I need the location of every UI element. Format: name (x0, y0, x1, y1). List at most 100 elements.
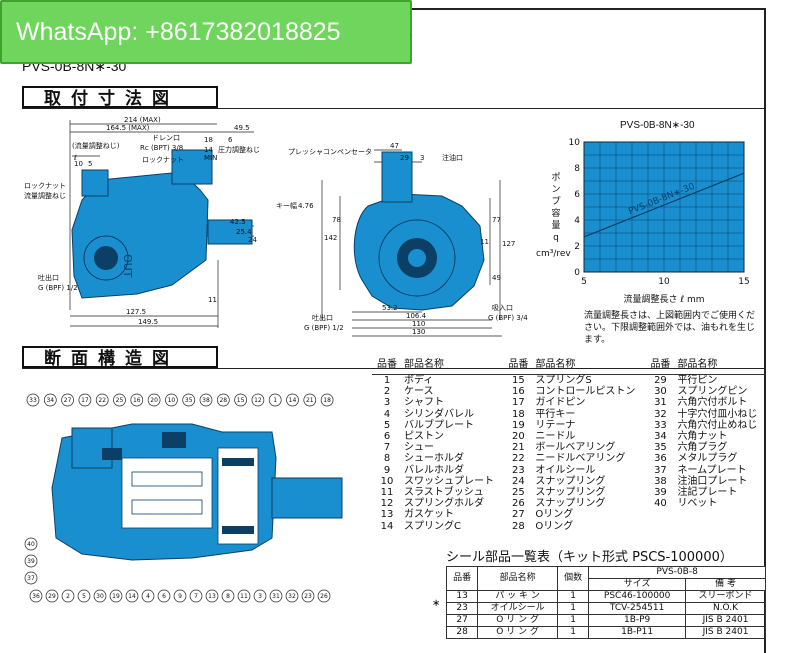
balloon-bottom: 6 (162, 593, 166, 600)
part-number: 24 (511, 475, 525, 487)
balloon-circle (113, 393, 126, 407)
part-name: スナップリング (535, 498, 606, 510)
part-name: Oリング (535, 509, 574, 521)
part-number: 18 (511, 408, 525, 420)
part-name: 六角穴付止めねじ (677, 419, 758, 431)
part-name: バレルホルダ (404, 464, 464, 476)
x-tick-label: 15 (738, 277, 749, 287)
balloon-top: 38 (202, 397, 210, 404)
balloon-top: 21 (306, 397, 314, 404)
balloon-left: 39 (27, 558, 35, 565)
y-axis-label-char: q (553, 233, 559, 243)
part-number: 17 (511, 397, 525, 409)
part-number: 20 (511, 431, 525, 443)
part-number: 12 (380, 498, 394, 510)
balloon-top: 34 (46, 397, 54, 404)
part-name (675, 521, 766, 532)
balloon-circle (165, 393, 178, 407)
balloon-circle (205, 589, 219, 603)
balloon-circle (141, 589, 155, 603)
part-number: 25 (511, 487, 525, 499)
balloon-bottom: 19 (112, 593, 120, 600)
seal-col-group: PVS-0B-8 (588, 566, 766, 579)
y-tick-label: 2 (574, 242, 580, 252)
y-tick-label: 4 (574, 216, 580, 226)
balloon-circle (78, 393, 92, 407)
balloon-bottom: 14 (128, 593, 136, 600)
part-number: 39 (654, 487, 667, 499)
seal-star-mark: ∗ (432, 598, 441, 609)
seal-cell: TCV-254511 (588, 602, 687, 615)
seal-cell: 23 (445, 602, 479, 615)
part-name: オイルシール (535, 464, 596, 476)
dim-49: 49 (492, 274, 501, 282)
seal-cell: 1 (557, 590, 590, 603)
balloon-bottom: 29 (48, 593, 56, 600)
label-outlet-2: 吐出口 (312, 313, 333, 322)
balloon-circle (285, 589, 299, 603)
part-number: 8 (383, 453, 391, 465)
balloon-circle (286, 393, 299, 407)
balloon-bottom: 23 (304, 593, 312, 600)
balloon-bottom: 26 (320, 593, 328, 600)
dim-110: 110 (412, 320, 425, 328)
balloon-circle (61, 393, 74, 407)
balloon-top: 20 (150, 397, 158, 404)
part-number: 14 (380, 520, 394, 532)
part-number: 29 (654, 375, 667, 386)
balloon-circle (317, 589, 331, 603)
col-no-2: 品番 (503, 356, 534, 375)
balloon-circle (147, 393, 161, 407)
label-key-width: キー幅 (276, 201, 297, 210)
seal-col-no: 品番 (445, 566, 479, 591)
part-name: 六角穴付ボルト (677, 397, 748, 409)
balloon-circle (77, 589, 91, 603)
mounting-drawing: 214 (MAX) 164.5 (MAX) 49.5 (流量調整ねじ) ℓ 10… (24, 116, 528, 337)
part-number: 37 (654, 464, 667, 476)
part-number: 32 (654, 408, 667, 420)
dim-49-5: 49.5 (234, 124, 250, 132)
part-name: ニードルベアリング (535, 453, 626, 465)
part-name: シャフト (404, 397, 444, 409)
y-axis-unit: cm³/rev (536, 249, 571, 259)
dim-77: 77 (492, 216, 501, 224)
dim-6: 6 (228, 136, 233, 144)
balloon-circle (125, 589, 139, 603)
dim-18: 18 (204, 136, 213, 144)
section-title-cross-section: 断面構造図 (22, 346, 218, 369)
seal-cell: PSC46-100000 (588, 590, 687, 603)
seal-cell: パ ッ キ ン (477, 590, 559, 603)
part-name: スワッシュプレート (404, 475, 494, 487)
part-name: 平行ピン (677, 375, 718, 386)
balloon-top: 12 (254, 397, 262, 404)
balloon-top: 16 (133, 397, 141, 404)
x-tick-label: 10 (658, 277, 670, 287)
balloon-circle (199, 393, 213, 407)
balloon-circle (173, 589, 187, 603)
balloon-top: 15 (237, 397, 245, 404)
balloon-bottom: 2 (66, 593, 70, 600)
balloon-top: 22 (98, 397, 106, 404)
part-number: 10 (380, 475, 394, 487)
x-axis-label: 流量調整長さ ℓ mm (624, 293, 705, 305)
seal-cell: JIS B 2401 (685, 626, 766, 639)
y-axis-label-char: プ (551, 196, 560, 207)
part-number: 22 (511, 453, 525, 465)
label-rc-38: Rc (BPT) 3/8 (140, 144, 183, 152)
balloon-bottom: 36 (32, 593, 40, 600)
part-name: ネームプレート (677, 464, 747, 476)
balloon-circle (95, 393, 109, 407)
part-name: スナップリング (535, 487, 606, 499)
label-g12-b: G (BPF) 1/2 (304, 324, 344, 332)
label-inlet: 吸入口 (492, 304, 513, 312)
balloon-top: 25 (116, 397, 124, 404)
y-tick-label: 10 (569, 138, 581, 148)
dim-24: 24 (248, 236, 257, 244)
